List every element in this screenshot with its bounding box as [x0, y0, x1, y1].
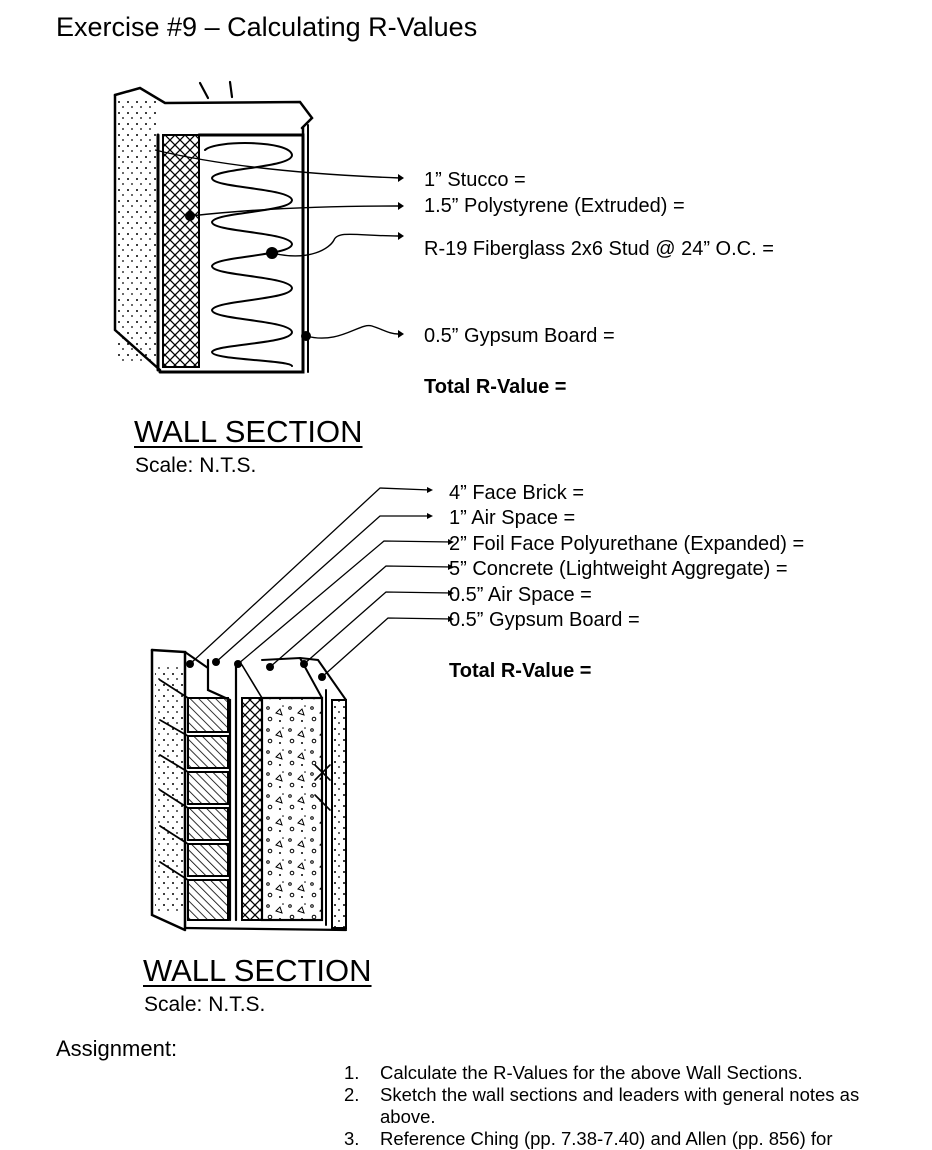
ws2-label-polyurethane: 2” Foil Face Polyurethane (Expanded) =	[449, 533, 805, 555]
ws1-heading: WALL SECTION	[134, 414, 363, 449]
ws1-scale: Scale: N.T.S.	[135, 454, 257, 477]
assignment-step: 2. Sketch the wall sections and leaders …	[344, 1084, 914, 1128]
assignment-step: 1. Calculate the R-Values for the above …	[344, 1062, 914, 1084]
assignment-steps: 1. Calculate the R-Values for the above …	[344, 1062, 914, 1150]
ws1-total-label: Total R-Value =	[424, 376, 567, 398]
step-text: Reference Ching (pp. 7.38-7.40) and Alle…	[380, 1128, 833, 1149]
page-title: Exercise #9 – Calculating R-Values	[56, 12, 478, 42]
ws2-scale: Scale: N.T.S.	[144, 993, 266, 1016]
ws2-label-concrete: 5” Concrete (Lightweight Aggregate) =	[449, 558, 788, 580]
step-number: 3.	[344, 1128, 360, 1149]
ws1-label-polystyrene: 1.5” Polystyrene (Extruded) =	[424, 195, 685, 217]
ws1-label-fiberglass: R-19 Fiberglass 2x6 Stud @ 24” O.C. =	[424, 238, 774, 260]
ws1-label-stucco: 1” Stucco =	[424, 169, 526, 191]
step-text: Calculate the R-Values for the above Wal…	[380, 1062, 803, 1083]
step-text: Sketch the wall sections and leaders wit…	[380, 1084, 860, 1127]
ws2-heading: WALL SECTION	[143, 953, 372, 988]
ws2-label-face-brick: 4” Face Brick =	[449, 482, 585, 504]
ws1-label-gypsum: 0.5” Gypsum Board =	[424, 325, 615, 347]
assignment-heading: Assignment:	[56, 1036, 178, 1061]
ws2-total-label: Total R-Value =	[449, 660, 592, 682]
ws2-label-gypsum: 0.5” Gypsum Board =	[449, 609, 640, 631]
assignment-step: 3. Reference Ching (pp. 7.38-7.40) and A…	[344, 1128, 914, 1150]
step-number: 2.	[344, 1084, 360, 1105]
ws2-label-air-space-2: 0.5” Air Space =	[449, 584, 592, 606]
ws2-label-air-space-1: 1” Air Space =	[449, 507, 576, 529]
step-number: 1.	[344, 1062, 360, 1083]
